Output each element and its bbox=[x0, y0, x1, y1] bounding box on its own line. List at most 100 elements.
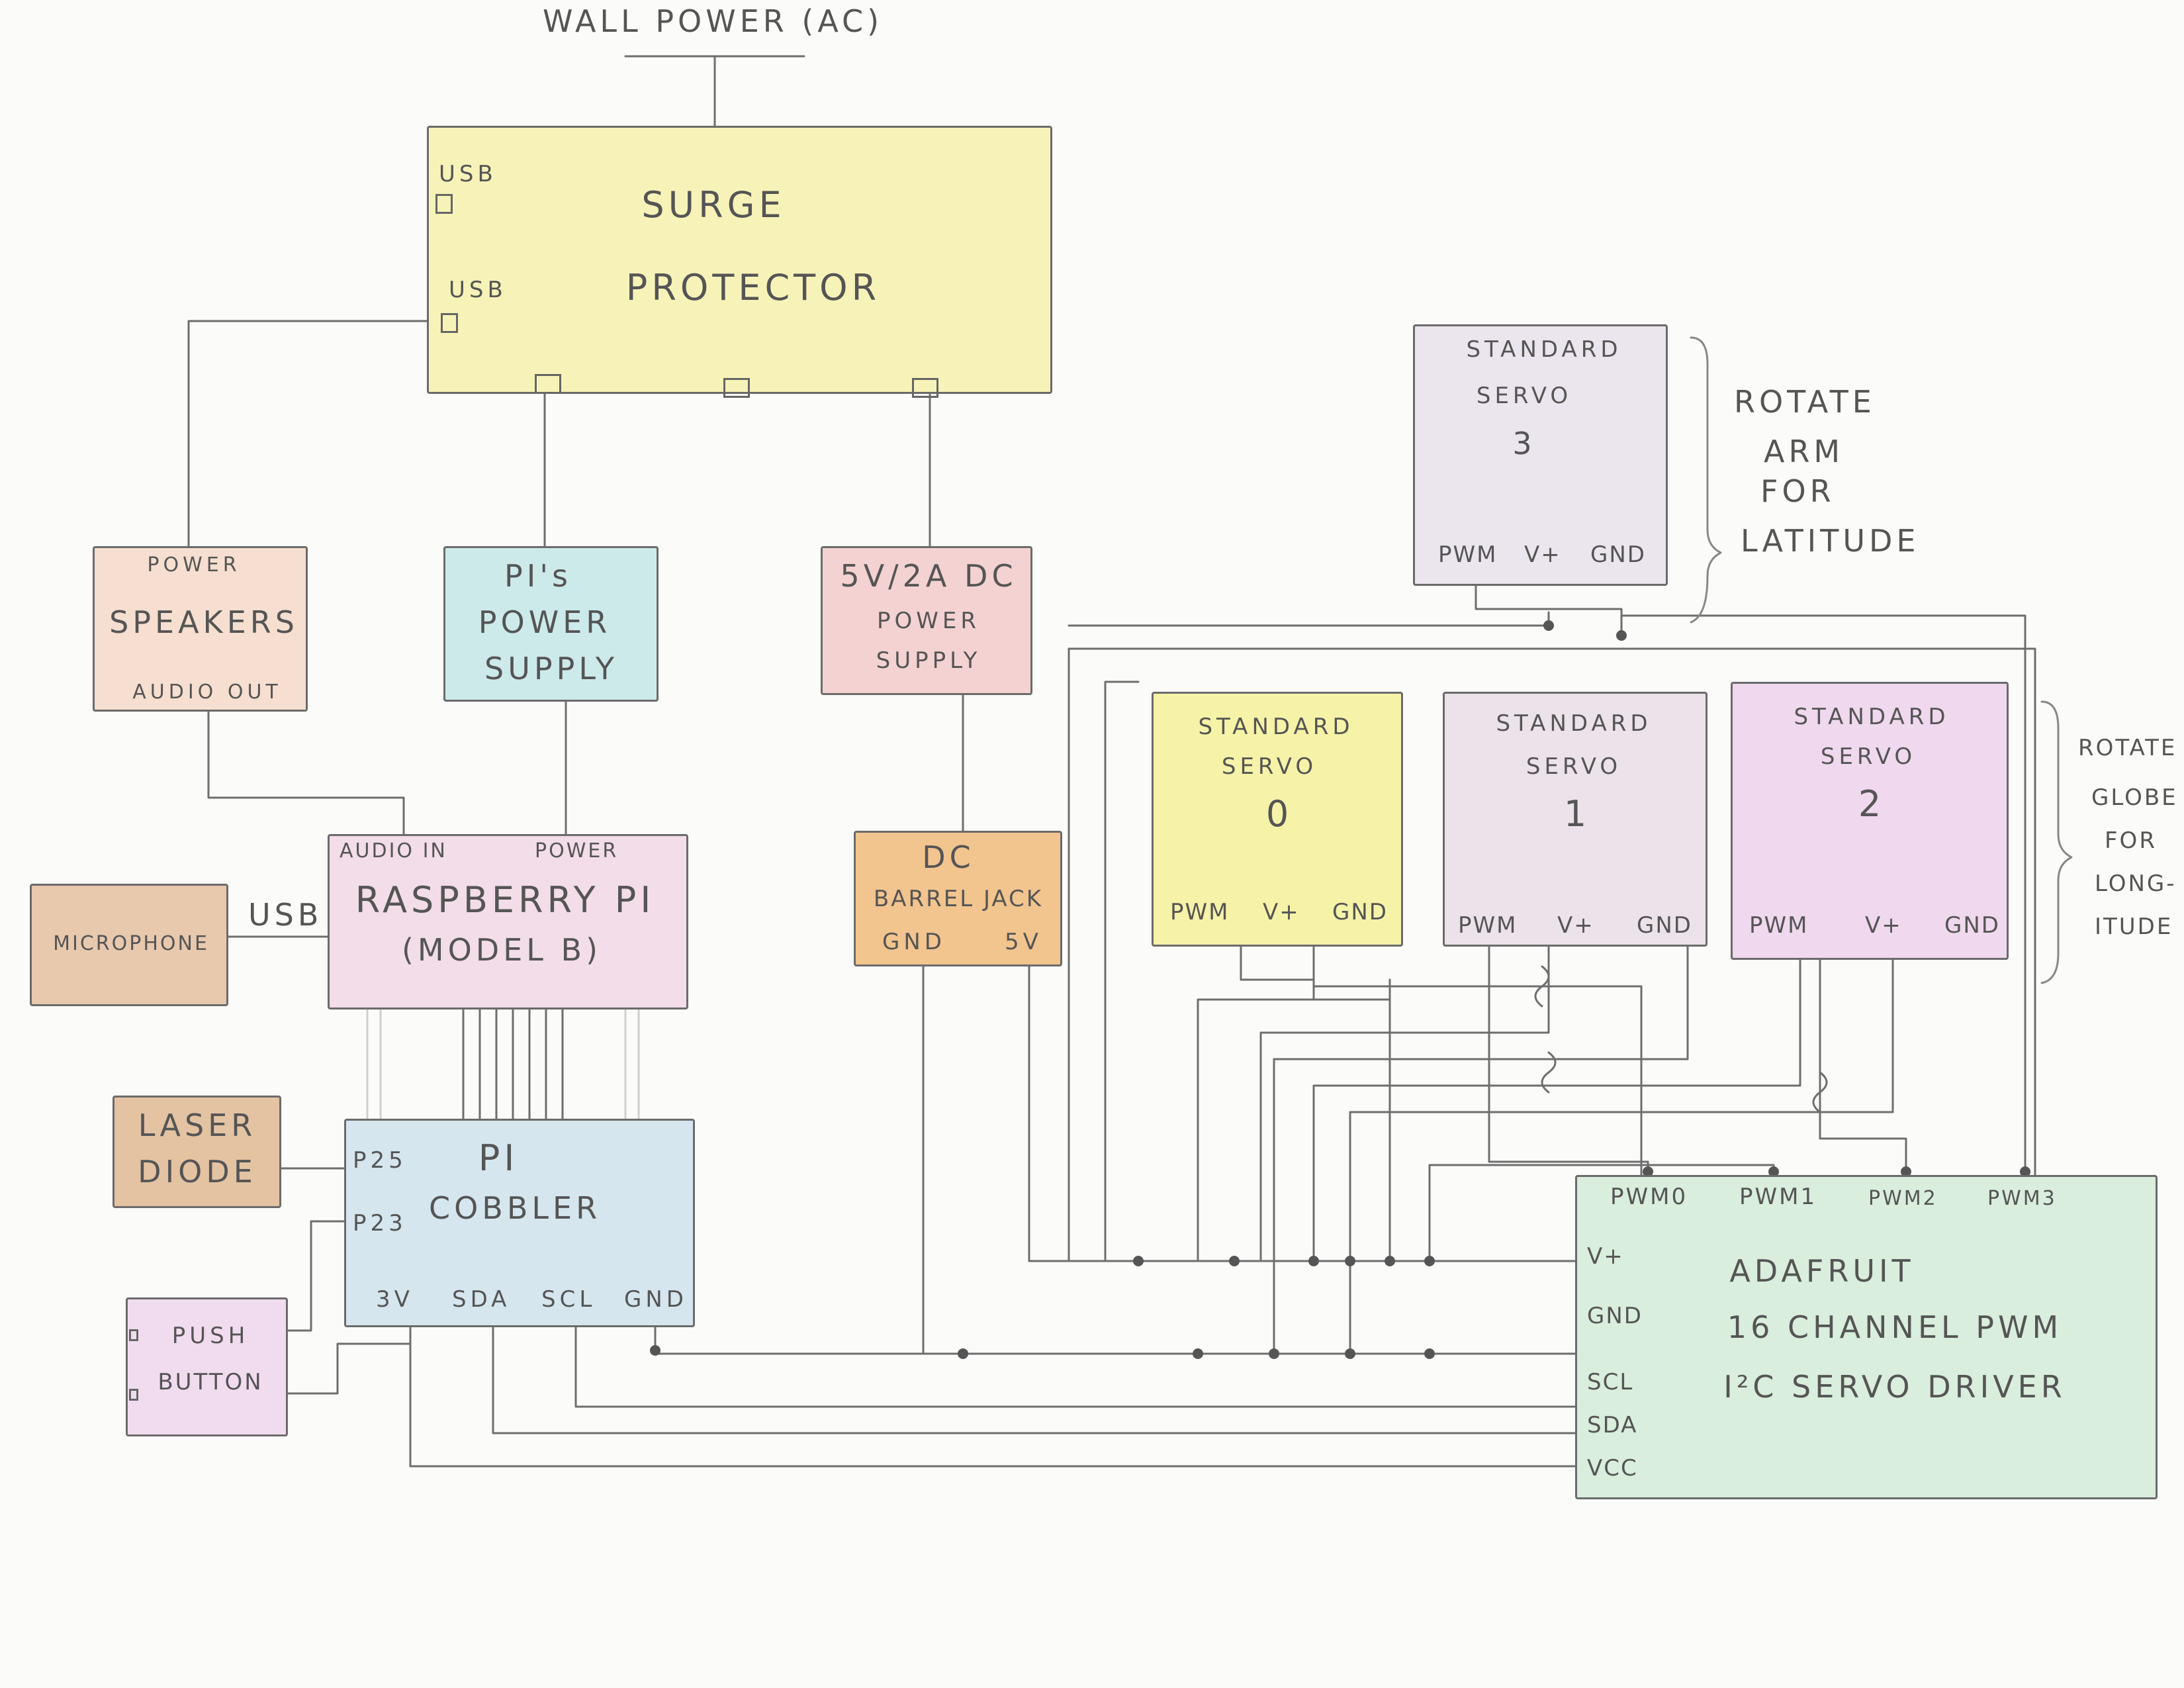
button-line-2: BUTTON bbox=[158, 1369, 263, 1395]
ribbon-cable bbox=[366, 1008, 640, 1123]
note-lat-line-4: LATITUDE bbox=[1741, 523, 1920, 559]
wire-usb-speakers bbox=[187, 320, 448, 547]
pi-title: RASPBERRY PI bbox=[355, 879, 655, 921]
driver-sda: SDA bbox=[1587, 1412, 1638, 1438]
servo2-line-1: STANDARD bbox=[1794, 704, 1950, 730]
servo2-gnd: GND bbox=[1944, 912, 2000, 939]
servo2-pwm: PWM bbox=[1749, 912, 1809, 939]
pi-usb-label: USB bbox=[248, 897, 323, 933]
button-terminal-1 bbox=[129, 1329, 138, 1341]
wire-barrel-gnd bbox=[654, 965, 925, 1355]
servo1-gnd: GND bbox=[1637, 912, 1692, 939]
servo-driver: PWM0 PWM1 PWM2 PWM3 V+ GND SCL SDA VCC A… bbox=[1575, 1175, 2158, 1499]
servo2-vplus: V+ bbox=[1865, 912, 1902, 939]
servo-0: STANDARD SERVO 0 PWM V+ GND bbox=[1152, 692, 1403, 947]
driver-pwm2: PWM2 bbox=[1868, 1187, 1938, 1210]
surge-outlet-2 bbox=[723, 378, 750, 398]
wall-power-label: WALL POWER (AC) bbox=[543, 3, 884, 39]
pi-supply-line-1: PI's bbox=[504, 558, 572, 594]
servo0-line-1: STANDARD bbox=[1198, 714, 1354, 740]
cobbler-p25: P25 bbox=[353, 1147, 407, 1174]
wire-cobbler-gnd bbox=[654, 1326, 1580, 1355]
wire-servo3-vplus bbox=[1068, 611, 1550, 627]
wire-cobbler-sda bbox=[492, 1326, 1593, 1434]
surge-usb-label-2: USB bbox=[449, 277, 507, 303]
driver-pwm3: PWM3 bbox=[1987, 1187, 2057, 1210]
wire-button-1 bbox=[277, 1220, 345, 1332]
note-long-line-2: GLOBE bbox=[2091, 784, 2178, 811]
speakers-audio-out: AUDIO OUT bbox=[132, 680, 282, 704]
note-lat-line-2: ARM bbox=[1764, 434, 1844, 469]
speakers-title: SPEAKERS bbox=[109, 604, 298, 640]
laser-line-2: DIODE bbox=[138, 1154, 257, 1190]
surge-protector: USB USB SURGE PROTECTOR bbox=[427, 126, 1052, 398]
wire-gnd-bus bbox=[1104, 680, 1140, 1262]
note-long-line-3: FOR bbox=[2105, 827, 2157, 854]
servo0-vplus: V+ bbox=[1263, 899, 1300, 925]
note-lat-line-3: FOR bbox=[1760, 473, 1835, 509]
barrel-5v: 5V bbox=[1005, 929, 1042, 955]
dc-power-supply: 5V/2A DC POWER SUPPLY bbox=[821, 546, 1032, 695]
servo0-gnd: GND bbox=[1332, 899, 1388, 925]
driver-title-2: 16 CHANNEL PWM bbox=[1727, 1309, 2063, 1345]
microphone-label: MICROPHONE bbox=[53, 932, 209, 955]
barrel-line-2: BARREL JACK bbox=[873, 886, 1044, 912]
wire-servo2-pwm bbox=[1312, 959, 1801, 1262]
cobbler-title-1: PI bbox=[478, 1137, 519, 1179]
servo1-vplus: V+ bbox=[1557, 912, 1594, 939]
pi-power-label: POWER bbox=[535, 839, 619, 863]
brace-longitude bbox=[2040, 700, 2073, 984]
driver-gnd: GND bbox=[1587, 1303, 1643, 1329]
microphone: MICROPHONE bbox=[30, 884, 228, 1006]
wire-servo3-pwm bbox=[1475, 575, 2026, 1186]
note-long-line-5: ITUDE bbox=[2095, 914, 2173, 940]
laser-line-1: LASER bbox=[138, 1107, 257, 1143]
wire-servo1-pwm bbox=[1488, 942, 1649, 1186]
cobbler-3v: 3V bbox=[376, 1286, 414, 1313]
pi-supply-line-3: SUPPLY bbox=[484, 651, 618, 686]
servo1-num: 1 bbox=[1563, 793, 1591, 835]
servo-1: STANDARD SERVO 1 PWM V+ GND bbox=[1443, 692, 1707, 947]
servo1-line-2: SERVO bbox=[1525, 753, 1622, 780]
button-line-1: PUSH bbox=[171, 1323, 250, 1349]
wire-servo1-gnd bbox=[1273, 942, 1689, 1355]
servo2-line-2: SERVO bbox=[1820, 743, 1917, 770]
dc-supply-line-1: 5V/2A DC bbox=[840, 558, 1017, 594]
surge-usb-port-1 bbox=[435, 194, 453, 214]
speakers: POWER SPEAKERS AUDIO OUT bbox=[93, 546, 308, 712]
wire-servo2-vplus bbox=[1349, 959, 1894, 1355]
surge-outlet-1 bbox=[535, 374, 561, 394]
dc-supply-line-3: SUPPLY bbox=[876, 647, 981, 674]
servo3-line-1: STANDARD bbox=[1466, 336, 1622, 363]
servo-2: STANDARD SERVO 2 PWM V+ GND bbox=[1731, 682, 2009, 960]
driver-vcc: VCC bbox=[1587, 1455, 1638, 1481]
raspberry-pi: AUDIO IN POWER RASPBERRY PI (MODEL B) bbox=[328, 834, 688, 1009]
pi-model: (MODEL B) bbox=[401, 932, 602, 968]
wire-servo0-vplus bbox=[1312, 942, 1391, 1262]
surge-usb-label-1: USB bbox=[439, 161, 497, 187]
servo1-line-1: STANDARD bbox=[1496, 710, 1652, 737]
driver-pwm1: PWM1 bbox=[1739, 1184, 1817, 1210]
laser-diode: LASER DIODE bbox=[113, 1096, 281, 1208]
button-terminal-2 bbox=[129, 1389, 138, 1401]
wire-servo2-gnd bbox=[1819, 959, 1907, 1186]
cobbler-title-2: COBBLER bbox=[428, 1190, 602, 1226]
servo-3: STANDARD SERVO 3 PWM V+ GND bbox=[1413, 324, 1668, 586]
speakers-power-label: POWER bbox=[147, 553, 241, 577]
driver-vplus: V+ bbox=[1587, 1243, 1624, 1270]
barrel-gnd: GND bbox=[882, 929, 946, 955]
wire-cobbler-vcc bbox=[409, 1326, 1596, 1468]
wire-servo0-pwm bbox=[1240, 942, 1643, 1186]
pi-audio-in: AUDIO IN bbox=[340, 839, 447, 863]
surge-title-2: PROTECTOR bbox=[625, 267, 881, 308]
cobbler-p23: P23 bbox=[353, 1210, 407, 1237]
cobbler-sda: SDA bbox=[452, 1286, 511, 1313]
wire-barrel-5v bbox=[1028, 965, 1580, 1262]
servo1-pwm: PWM bbox=[1458, 912, 1518, 939]
wire-servo1-vplus bbox=[1259, 942, 1550, 1262]
surge-usb-port-2 bbox=[441, 313, 458, 333]
push-button: PUSH BUTTON bbox=[126, 1297, 288, 1436]
servo3-vplus: V+ bbox=[1524, 541, 1561, 568]
servo0-pwm: PWM bbox=[1170, 899, 1230, 925]
